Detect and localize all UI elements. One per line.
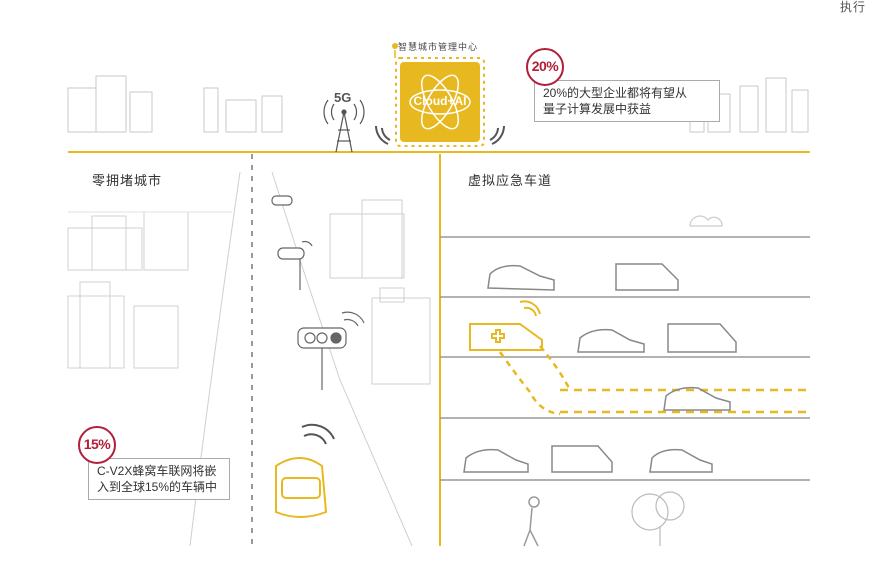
cell-tower-icon	[323, 99, 365, 153]
stat-bottom-badge-text: 15%	[83, 436, 111, 452]
corner-text: 执行	[839, 0, 866, 14]
stat-bottom-line1: C-V2X蜂窝车联网将嵌	[97, 464, 217, 478]
cars	[463, 263, 737, 473]
stat-top-line1: 20%的大型企业都将有望从	[543, 86, 688, 100]
lanes	[440, 236, 810, 481]
road	[271, 171, 431, 547]
cloud-icon	[689, 215, 723, 227]
ambulance-icon	[469, 300, 543, 351]
stat-bottom-callout: C-V2X蜂窝车联网将嵌 入到全球15%的车辆中	[88, 458, 230, 500]
stat-top-callout: 20%的大型企业都将有望从 量子计算发展中获益	[534, 80, 720, 122]
traffic-light-icon	[271, 195, 365, 390]
pedestrian-icon	[523, 496, 540, 547]
connected-car-icon	[275, 423, 335, 518]
tree-icon	[631, 491, 685, 546]
stat-bottom-badge: 15%	[78, 426, 116, 464]
chip-label: Cloud+AI	[413, 94, 467, 108]
left-buildings	[67, 171, 241, 547]
chip-icon	[375, 43, 505, 147]
right-section-title: 虚拟应急车道	[468, 173, 553, 188]
stat-bottom-line2: 入到全球15%的车辆中	[97, 480, 218, 494]
stat-top-badge: 20%	[526, 48, 564, 86]
network-label: 5G	[334, 90, 352, 105]
stat-top-line2: 量子计算发展中获益	[543, 102, 652, 116]
stat-top-badge-text: 20%	[531, 58, 559, 74]
center-title: 智慧城市管理中心	[398, 42, 479, 52]
left-section-title: 零拥堵城市	[92, 173, 163, 188]
